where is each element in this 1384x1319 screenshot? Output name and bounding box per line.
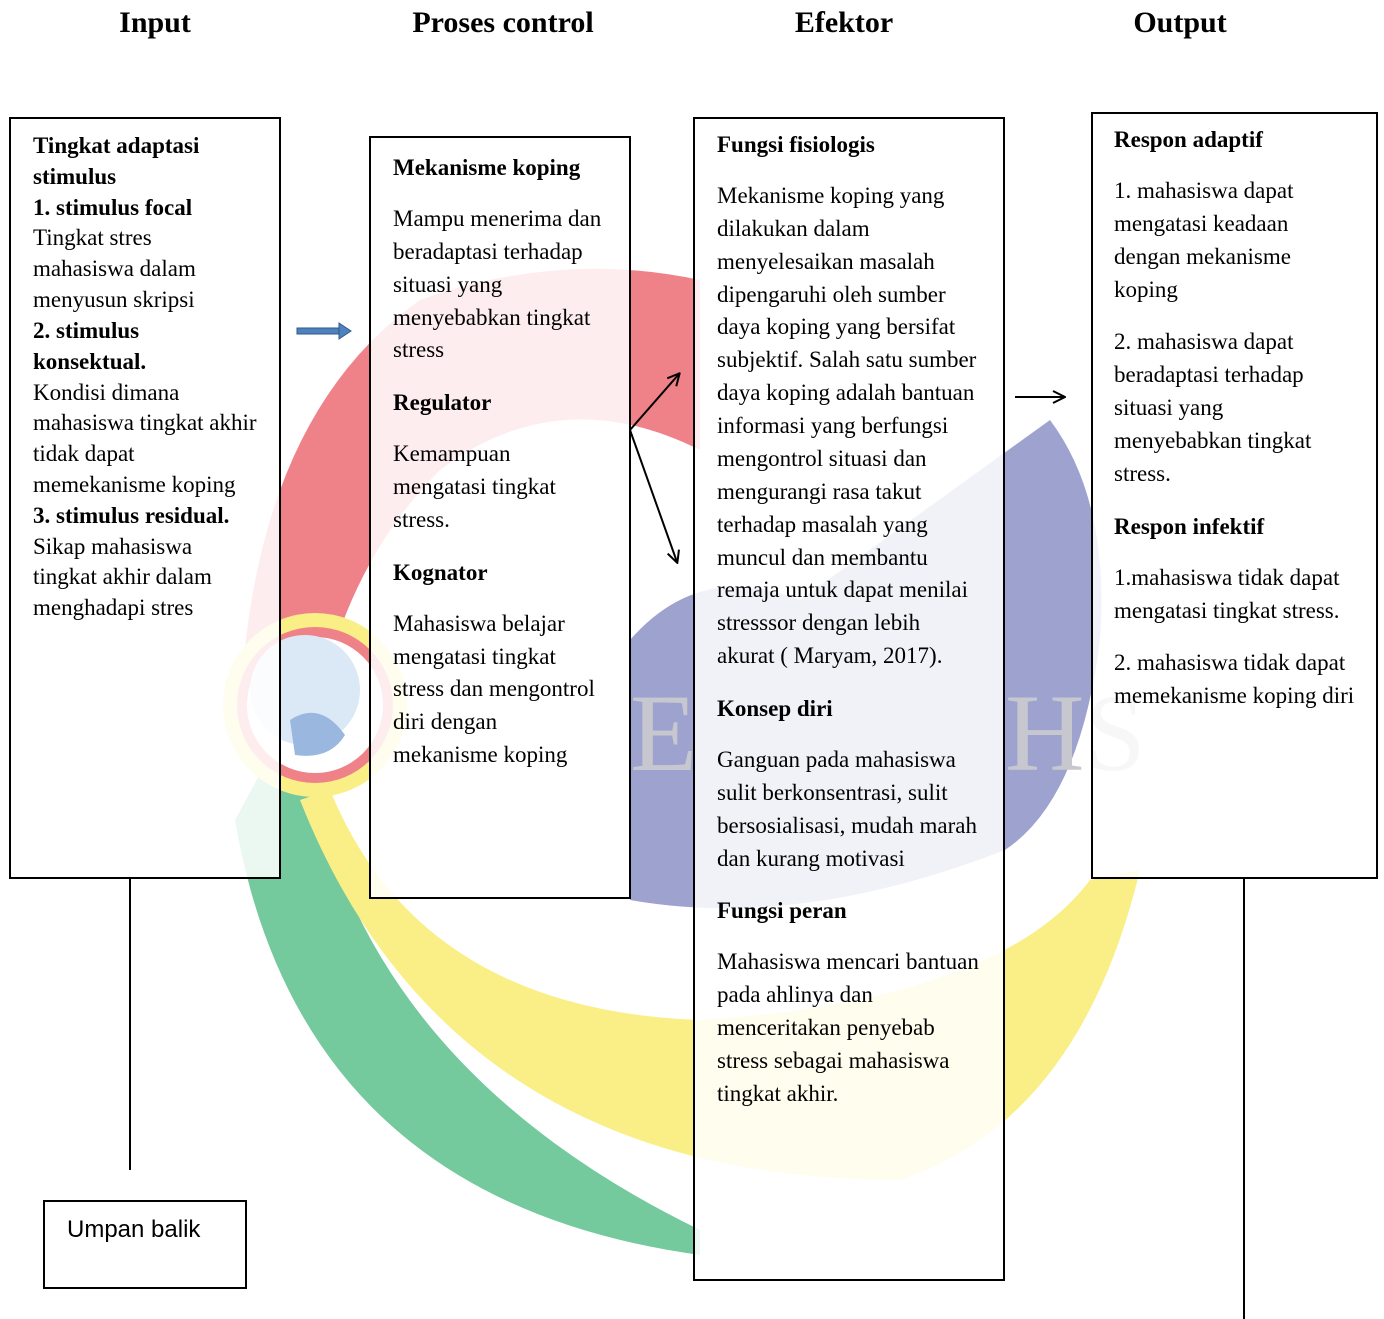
input-title-line1: Tingkat adaptasi bbox=[33, 133, 200, 158]
fungsi-fisiologis-title: Fungsi fisiologis bbox=[717, 132, 875, 157]
umpan-balik-label: Umpan balik bbox=[67, 1216, 201, 1243]
regulator-body: Kemampuan mengatasi tingkat stress. bbox=[393, 441, 556, 532]
kognator-title: Kognator bbox=[393, 559, 488, 585]
respon-adaptif-title: Respon adaptif bbox=[1114, 127, 1263, 152]
header-proses-control: Proses control bbox=[412, 6, 594, 39]
proses-control-box: Mekanisme koping Mampu menerima dan bera… bbox=[369, 136, 631, 899]
stimulus-konsektual-body: Kondisi dimana mahasiswa tingkat akhir t… bbox=[33, 379, 257, 497]
output-box: Respon adaptif 1. mahasiswa dapat mengat… bbox=[1091, 112, 1378, 879]
input-box: Tingkat adaptasi stimulus 1. stimulus fo… bbox=[9, 117, 281, 879]
mekanisme-koping-title: Mekanisme koping bbox=[393, 155, 581, 180]
regulator-title: Regulator bbox=[393, 390, 492, 416]
stimulus-konsektual-title: 2. stimulus konsektual. bbox=[33, 317, 147, 374]
fungsi-peran-title: Fungsi peran bbox=[717, 898, 847, 924]
stimulus-residual-title: 3. stimulus residual. bbox=[33, 502, 230, 528]
mekanisme-koping-body: Mampu menerima dan beradaptasi terhadap … bbox=[393, 205, 602, 363]
efektor-box: Fungsi fisiologis Mekanisme koping yang … bbox=[693, 117, 1005, 1281]
kognator-body: Mahasiswa belajar mengatasi tingkat stre… bbox=[393, 610, 595, 768]
konsep-diri-body: Ganguan pada mahasiswa sulit berkonsentr… bbox=[717, 746, 977, 871]
fungsi-fisiologis-body: Mekanisme koping yang dilakukan dalam me… bbox=[717, 182, 977, 669]
respon-adaptif-item-1: 1. mahasiswa dapat mengatasi keadaan den… bbox=[1114, 177, 1294, 302]
header-output: Output bbox=[1133, 6, 1227, 39]
respon-adaptif-item-2: 2. mahasiswa dapat beradaptasi terhadap … bbox=[1114, 329, 1312, 486]
fungsi-peran-body: Mahasiswa mencari bantuan pada ahlinya d… bbox=[717, 949, 979, 1106]
respon-infektif-item-2: 2. mahasiswa tidak dapat memekanisme kop… bbox=[1114, 650, 1355, 709]
stimulus-focal-title: 1. stimulus focal bbox=[33, 194, 193, 220]
header-efektor: Efektor bbox=[794, 6, 894, 39]
respon-infektif-item-1: 1.mahasiswa tidak dapat mengatasi tingka… bbox=[1114, 564, 1340, 623]
stimulus-focal-body: Tingkat stres mahasiswa dalam menyusun s… bbox=[33, 225, 196, 313]
respon-infektif-title: Respon infektif bbox=[1114, 513, 1265, 539]
konsep-diri-title: Konsep diri bbox=[717, 696, 833, 721]
watermark-letters-left: E bbox=[630, 672, 697, 794]
stimulus-residual-body: Sikap mahasiswa tingkat akhir dalam meng… bbox=[33, 533, 212, 621]
umpan-balik-box: Umpan balik bbox=[43, 1200, 247, 1289]
header-input: Input bbox=[119, 6, 191, 39]
input-title-line2: stimulus bbox=[33, 163, 117, 189]
